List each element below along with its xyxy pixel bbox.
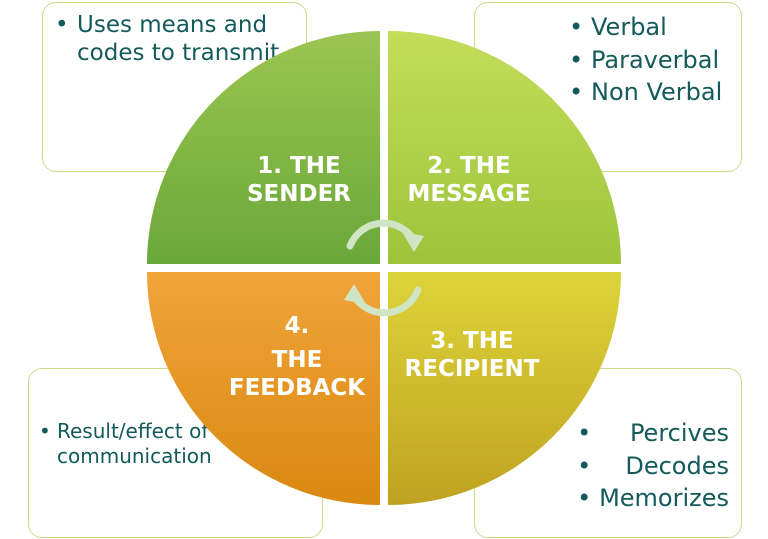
quadrant-message bbox=[388, 31, 621, 264]
message-description-list: Verbal Paraverbal Non Verbal bbox=[569, 11, 722, 109]
feedback-label-number: 4. bbox=[284, 313, 310, 339]
quadrant-feedback bbox=[147, 272, 380, 505]
quadrant-label-feedback: THE FEEDBACK bbox=[222, 346, 372, 402]
recipient-label-line-1: 3. THE bbox=[430, 328, 514, 354]
message-label-line-2: MESSAGE bbox=[407, 181, 531, 207]
message-item-nonverbal: Non Verbal bbox=[569, 76, 722, 109]
recipient-label-line-2: RECIPIENT bbox=[404, 356, 540, 382]
message-label-line-1: 2. THE bbox=[427, 153, 511, 179]
circular-arrows-icon bbox=[344, 219, 424, 317]
feedback-label-line-2: FEEDBACK bbox=[228, 375, 366, 401]
quadrant-label-recipient: 3. THE RECIPIENT bbox=[392, 327, 552, 383]
feedback-label-line-1: THE bbox=[271, 347, 323, 373]
quadrant-recipient bbox=[388, 272, 621, 505]
sender-label-line-1: 1. THE bbox=[257, 153, 341, 179]
quadrant-sender bbox=[147, 31, 380, 264]
message-item-verbal: Verbal bbox=[569, 11, 722, 44]
quadrant-label-message: 2. THE MESSAGE bbox=[394, 152, 544, 208]
message-item-paraverbal: Paraverbal bbox=[569, 44, 722, 77]
sender-label-line-2: SENDER bbox=[246, 181, 352, 207]
recipient-description-list: Percives Decodes Memorizes bbox=[577, 417, 729, 515]
sender-description-item: Uses means and codes to transmit bbox=[55, 11, 297, 67]
recipient-item-decodes: Decodes bbox=[577, 450, 729, 483]
sender-description-list: Uses means and codes to transmit bbox=[55, 11, 297, 67]
recipient-item-percives: Percives bbox=[577, 417, 729, 450]
recipient-item-memorizes: Memorizes bbox=[577, 482, 729, 515]
quadrant-label-sender: 1. THE SENDER bbox=[224, 152, 374, 208]
